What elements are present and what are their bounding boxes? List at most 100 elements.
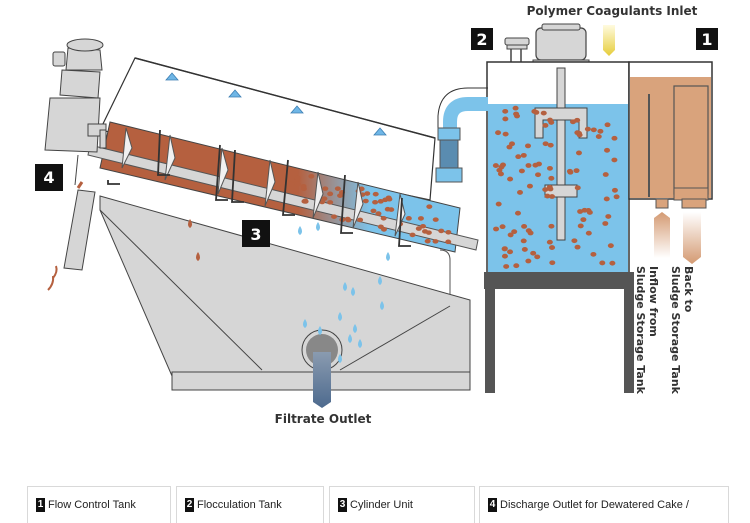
floc: [438, 228, 445, 234]
floc: [547, 117, 554, 123]
floc: [613, 194, 620, 200]
floc: [377, 199, 384, 204]
floc: [590, 251, 597, 257]
floc: [573, 168, 580, 174]
floc: [525, 258, 532, 264]
floc-particles: [492, 105, 620, 269]
floc: [577, 209, 584, 214]
badge-4: 4: [35, 164, 63, 191]
floc: [546, 239, 553, 245]
floc: [584, 126, 591, 132]
floc: [495, 201, 502, 207]
floc: [509, 141, 516, 147]
floc: [520, 238, 527, 244]
filtrate-outlet-label: Filtrate Outlet: [275, 412, 372, 426]
floc: [546, 165, 553, 171]
floc: [599, 260, 606, 266]
floc: [337, 193, 344, 198]
flow-control-tank: [628, 61, 713, 209]
floc: [388, 207, 395, 212]
floc: [525, 228, 532, 234]
floc: [515, 154, 522, 160]
floc: [542, 123, 549, 128]
floc: [372, 191, 379, 197]
floc: [597, 128, 604, 134]
floc: [604, 147, 611, 153]
floc: [534, 254, 541, 260]
floc: [302, 198, 309, 204]
filtrate-droplets: [188, 219, 390, 363]
badge-1: 1: [696, 28, 718, 50]
floc: [607, 243, 614, 249]
droplet: [196, 252, 200, 261]
floc: [602, 172, 609, 177]
svg-text:Sludge Storage Tank: Sludge Storage Tank: [669, 266, 682, 395]
drive-motor: [44, 38, 107, 186]
floc: [334, 186, 341, 191]
badge-2: 2: [471, 28, 493, 50]
floc: [499, 224, 506, 230]
floc: [377, 224, 384, 230]
floc: [424, 238, 431, 244]
floc: [501, 246, 508, 252]
floc: [547, 142, 554, 148]
floc: [308, 173, 315, 179]
floc: [331, 214, 338, 219]
floc: [432, 239, 439, 244]
floc: [288, 181, 295, 187]
droplet: [378, 276, 382, 285]
svg-text:Inflow from: Inflow from: [647, 266, 660, 337]
floc: [585, 230, 592, 236]
floc: [549, 194, 556, 199]
floc: [375, 211, 382, 216]
floc: [493, 226, 500, 232]
floc: [513, 263, 520, 269]
cylinder-housing: [99, 57, 451, 310]
floc: [570, 119, 577, 125]
droplet: [351, 287, 355, 296]
floc: [380, 215, 387, 221]
floc: [294, 181, 301, 187]
floc: [514, 210, 521, 216]
floc: [581, 207, 588, 213]
floc: [595, 134, 602, 139]
floc: [590, 127, 597, 133]
floc: [530, 250, 537, 256]
floc: [372, 199, 379, 205]
discharge-chute: [47, 181, 96, 291]
svg-text:3: 3: [250, 225, 261, 244]
legend-label: Discharge Outlet for Dewatered Cake /: [500, 499, 689, 511]
floc: [566, 168, 573, 174]
floc: [362, 198, 369, 204]
floc: [533, 110, 540, 115]
floc: [518, 168, 525, 174]
floc: [574, 185, 581, 191]
floc: [602, 221, 609, 226]
floc: [520, 152, 527, 158]
floc: [497, 171, 504, 177]
floc: [502, 131, 509, 137]
floc: [575, 150, 582, 156]
legend: 1 Flow Control Tank 2 Flocculation Tank …: [0, 486, 750, 523]
floc: [609, 260, 616, 266]
legend-number: 3: [338, 498, 347, 512]
droplet: [358, 339, 362, 348]
floc: [535, 172, 542, 178]
floc: [517, 190, 524, 195]
cylinder-flocs: [279, 173, 452, 245]
droplet: [316, 222, 320, 231]
floc: [525, 143, 532, 149]
floc: [576, 132, 583, 138]
floc: [511, 229, 518, 235]
floc: [611, 135, 618, 141]
floc: [426, 204, 433, 209]
legend-item-cylinder-unit: 3 Cylinder Unit: [329, 486, 475, 523]
floc: [611, 157, 618, 163]
floc: [512, 105, 519, 111]
floc: [415, 226, 422, 231]
floc: [445, 230, 452, 235]
svg-text:2: 2: [476, 30, 487, 49]
svg-text:Sludge Storage Tank: Sludge Storage Tank: [634, 266, 647, 395]
droplet: [386, 252, 390, 261]
floc: [321, 196, 328, 201]
